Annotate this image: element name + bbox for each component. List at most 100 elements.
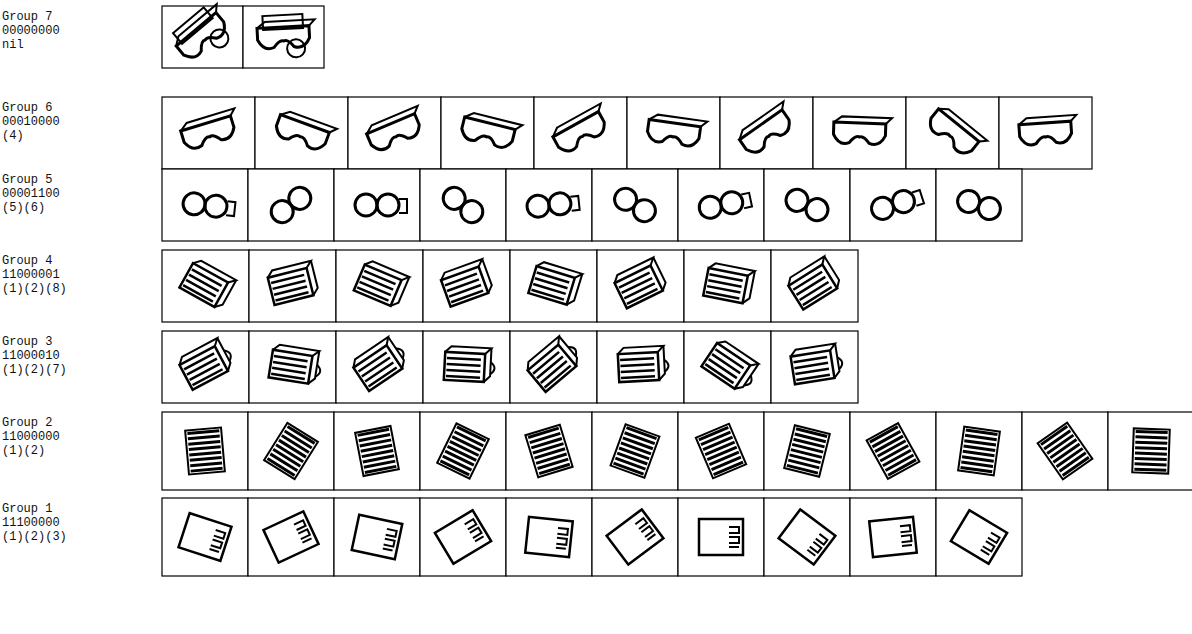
object-view <box>185 428 225 475</box>
view-cell <box>936 498 1022 576</box>
view-cell <box>423 250 510 322</box>
object-view <box>177 336 237 389</box>
view-cell <box>510 331 597 403</box>
view-cell <box>850 498 936 576</box>
object-view <box>833 116 892 145</box>
object-view <box>607 509 664 564</box>
object-view <box>350 335 410 391</box>
view-cell <box>336 331 423 403</box>
view-cell <box>764 498 850 576</box>
object-view <box>168 0 240 70</box>
object-view <box>611 424 660 478</box>
object-view <box>182 192 236 219</box>
group-code: 11000000 <box>2 430 60 444</box>
view-row <box>162 0 324 70</box>
view-row <box>162 412 1192 490</box>
view-row <box>162 331 858 403</box>
view-cell <box>506 169 592 241</box>
view-cell <box>249 331 336 403</box>
view-cell <box>162 498 248 576</box>
group-name: Group 1 <box>2 502 52 516</box>
view-cell <box>764 169 850 241</box>
object-view <box>1038 423 1093 480</box>
view-cell <box>420 412 506 490</box>
group-code: 00001100 <box>2 187 60 201</box>
object-view <box>951 510 1007 564</box>
group-name: Group 3 <box>2 335 52 349</box>
object-view <box>352 515 403 559</box>
view-cell <box>684 250 771 322</box>
view-cell <box>423 331 510 403</box>
object-view <box>646 114 707 149</box>
group-features: (4) <box>2 129 24 143</box>
object-view <box>364 106 428 154</box>
group-features: (1)(2)(3) <box>2 530 67 544</box>
view-cell <box>162 412 248 490</box>
object-view <box>1132 428 1170 473</box>
object-view <box>355 426 399 476</box>
object-view <box>528 260 582 306</box>
object-view <box>550 103 614 155</box>
object-view <box>701 338 761 394</box>
object-view <box>867 423 920 479</box>
object-view <box>179 513 232 561</box>
object-view <box>269 344 324 385</box>
object-view <box>439 259 494 307</box>
view-cell <box>334 498 420 576</box>
view-cell <box>248 412 334 490</box>
object-view <box>460 111 523 151</box>
object-view <box>435 510 491 564</box>
object-view <box>958 427 1000 476</box>
view-cell <box>1022 412 1108 490</box>
view-cell <box>420 498 506 576</box>
group-code: 11100000 <box>2 516 60 530</box>
view-cell <box>999 97 1092 169</box>
object-view <box>699 519 743 555</box>
view-cell <box>510 250 597 322</box>
object-view <box>266 261 319 305</box>
view-row <box>162 97 1092 169</box>
group-code: 11000001 <box>2 268 60 282</box>
group-name: Group 2 <box>2 416 52 430</box>
view-cell <box>534 97 627 169</box>
view-cell <box>249 250 336 322</box>
group-name: Group 5 <box>2 173 52 187</box>
view-cell <box>506 498 592 576</box>
group-features: (5)(6) <box>2 201 45 215</box>
object-view <box>790 343 845 384</box>
group-name: Group 7 <box>2 10 52 24</box>
object-view <box>617 346 669 383</box>
view-cell <box>684 331 771 403</box>
object-view <box>263 511 318 562</box>
object-view <box>612 258 668 309</box>
group-code: 11000010 <box>2 349 60 363</box>
view-cell <box>162 250 249 322</box>
view-cell <box>764 412 850 490</box>
object-view <box>256 13 316 59</box>
view-cell <box>162 169 248 241</box>
view-row <box>162 250 858 322</box>
object-view <box>869 517 917 557</box>
view-cell <box>592 498 678 576</box>
group-features: (1)(2)(8) <box>2 282 67 296</box>
object-view <box>869 185 925 222</box>
view-cell <box>813 97 906 169</box>
view-cell <box>334 412 420 490</box>
view-cell <box>597 331 684 403</box>
view-cell <box>627 97 720 169</box>
view-cell <box>334 169 420 241</box>
view-cell <box>592 412 678 490</box>
group-features: (1)(2) <box>2 444 45 458</box>
object-view <box>779 509 836 564</box>
object-view <box>785 256 842 309</box>
view-cell <box>850 169 936 241</box>
object-view <box>610 184 659 226</box>
view-cell <box>248 169 334 241</box>
group-name: Group 4 <box>2 254 52 268</box>
object-view <box>925 104 987 161</box>
view-cell <box>850 412 936 490</box>
object-view <box>697 188 752 220</box>
view-cell <box>348 97 441 169</box>
group-features: nil <box>2 38 24 52</box>
